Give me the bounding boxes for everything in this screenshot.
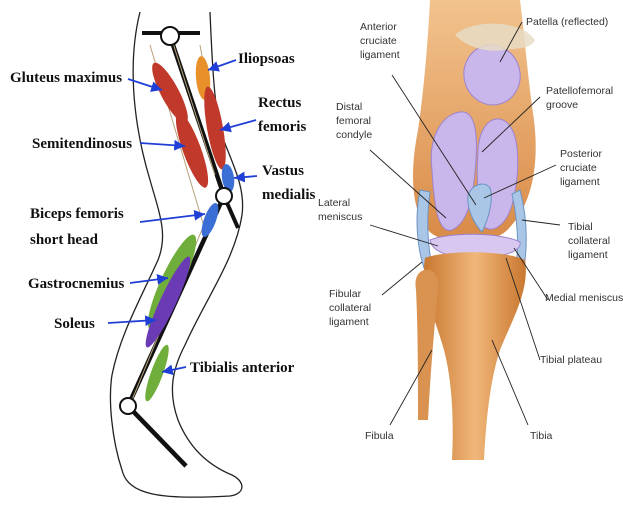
knee-joint [216, 188, 232, 204]
label-distal-femoral-condyle-line2: femoral [336, 115, 371, 127]
label-tibial-collateral-line2: collateral [568, 235, 610, 247]
label-patella-reflected: Patella (reflected) [526, 16, 608, 28]
label-acl-line1: Anterior [360, 21, 397, 33]
label-vastus-medialis-line1: Vastus [262, 163, 304, 179]
label-distal-femoral-condyle-line1: Distal [336, 101, 362, 113]
label-iliopsoas: Iliopsoas [238, 51, 295, 67]
ankle-joint [120, 398, 136, 414]
label-gluteus-maximus: Gluteus maximus [10, 70, 122, 86]
label-tibial-collateral-line3: ligament [568, 249, 608, 261]
label-medial-meniscus: Medial meniscus [545, 292, 623, 304]
label-fibular-collateral-line2: collateral [329, 302, 371, 314]
label-biceps-femoris-line2: short head [30, 232, 99, 248]
foot-bone [128, 406, 186, 466]
label-tibialis-anterior: Tibialis anterior [190, 360, 295, 376]
label-soleus: Soleus [54, 316, 95, 332]
label-fibular-collateral-line3: ligament [329, 316, 369, 328]
label-semitendinosus: Semitendinosus [32, 136, 132, 152]
label-patellofemoral-line1: Patellofemoral [546, 85, 613, 97]
label-fibula: Fibula [365, 430, 394, 442]
leg-muscle-model: Gluteus maximus Iliopsoas Rectus femoris… [10, 12, 315, 497]
label-acl-line3: ligament [360, 49, 400, 61]
label-acl-line2: cruciate [360, 35, 397, 47]
gluteus-maximus-muscle [146, 59, 194, 127]
label-tibial-collateral-line1: Tibial [568, 221, 593, 233]
label-rectus-femoris-line2: femoris [258, 119, 306, 135]
label-lateral-meniscus-line1: Lateral [318, 197, 350, 209]
label-gastrocnemius: Gastrocnemius [28, 276, 125, 292]
label-pcl-line2: cruciate [560, 162, 597, 174]
fibula-illustration [415, 270, 438, 420]
knee-joint-illustration: Patella (reflected) Anterior cruciate li… [318, 0, 623, 460]
tibia-illustration [424, 252, 526, 460]
label-biceps-femoris-line1: Biceps femoris [30, 206, 124, 222]
label-lateral-meniscus-line2: meniscus [318, 211, 362, 223]
label-distal-femoral-condyle-line3: condyle [336, 129, 372, 141]
label-pcl-line1: Posterior [560, 148, 603, 160]
label-tibia: Tibia [530, 430, 553, 442]
label-fibular-collateral-line1: Fibular [329, 288, 362, 300]
label-tibial-plateau: Tibial plateau [540, 354, 602, 366]
label-pcl-line3: ligament [560, 176, 600, 188]
label-patellofemoral-line2: groove [546, 99, 578, 111]
hip-joint [161, 27, 179, 45]
tibialis-anterior-muscle [141, 343, 173, 403]
label-vastus-medialis-line2: medialis [262, 187, 315, 203]
label-rectus-femoris-line1: Rectus [258, 95, 301, 111]
